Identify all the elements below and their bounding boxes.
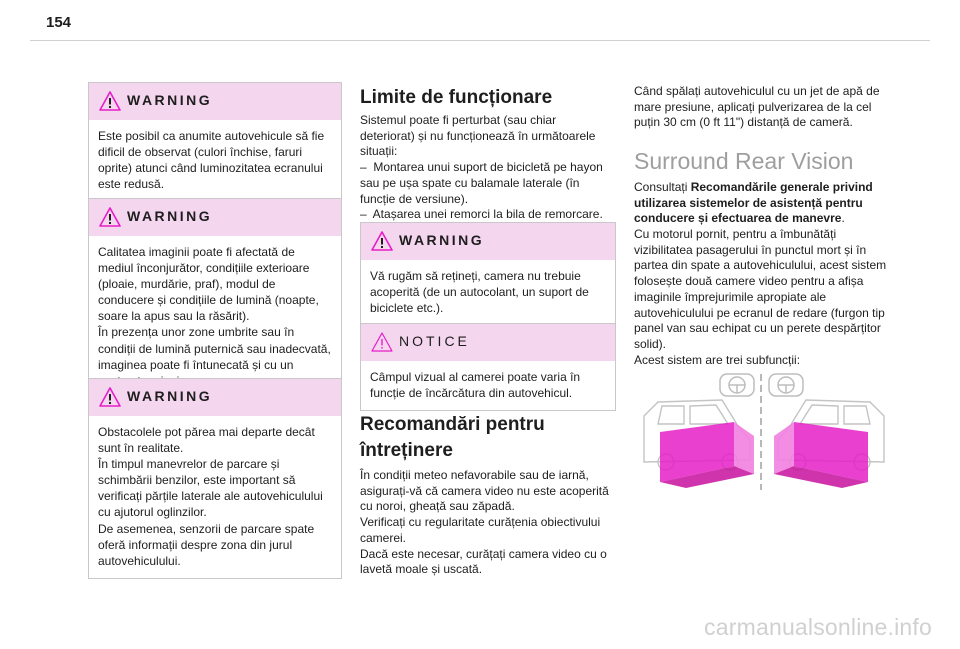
consult-suffix: . [841,211,845,226]
warning-header: WARNING [89,379,341,416]
limits-heading: Limite de funcționare [360,87,553,108]
warning-text: Este posibil ca anumite autovehicule să … [98,129,325,192]
limits-text: Sistemul poate fi perturbat (sau chiar d… [360,113,603,237]
steering-wheel-icon [719,373,755,397]
top-divider [30,40,930,41]
warning-triangle-icon [99,387,121,407]
surround-rear-vision-illustration [643,373,885,490]
notice-triangle-icon [371,332,393,352]
warning-box-camera: WARNING Vă rugăm să rețineți, camera nu … [360,222,616,327]
warning-title: WARNING [127,208,213,224]
notice-title: NOTICE [399,333,470,349]
warning-triangle-icon [371,231,393,251]
section-heading: Surround Rear Vision [634,148,854,174]
warning-title: WARNING [127,92,213,108]
warning-box-3: WARNING Obstacolele pot părea mai depart… [88,378,342,579]
notice-box: NOTICE Câmpul vizual al camerei poate va… [360,323,616,412]
notice-text: Câmpul vizual al camerei poate varia în … [370,370,581,401]
warning-text: Obstacolele pot părea mai departe decât … [98,425,323,568]
camera-view-zone [660,422,754,488]
maintenance-heading: Recomandări pentru întreținere [360,414,545,461]
consult-reference: Recomandările generale privind utilizare… [634,180,877,226]
camera-view-zone [774,422,868,488]
warning-header: WARNING [89,83,341,120]
warning-header: WARNING [89,199,341,236]
watermark: carmanualsonline.info [704,614,932,640]
consult-prefix: Consultați [634,180,691,194]
steering-wheel-icon [768,373,804,397]
warning-title: WARNING [127,388,213,404]
maintenance-text: În condiții meteo nefavorabile sau de ia… [360,468,609,577]
notice-header: NOTICE [361,324,615,361]
consult-text: Consultați Recomandările generale privin… [634,180,890,227]
warning-title: WARNING [399,232,485,248]
page-number: 154 [46,14,72,31]
warning-box-1: WARNING Este posibil ca anumite autovehi… [88,82,342,203]
system-description: Cu motorul pornit, pentru a îmbunătăți v… [634,227,887,367]
warning-box-2: WARNING Calitatea imaginii poate fi afec… [88,198,342,399]
warning-text: Calitatea imaginii poate fi afectată de … [98,245,331,388]
warning-triangle-icon [99,91,121,111]
warning-header: WARNING [361,223,615,260]
warning-text: Vă rugăm să rețineți, camera nu trebuie … [370,269,589,316]
wash-text: Când spălați autovehiculul cu un jet de … [634,84,883,130]
warning-triangle-icon [99,207,121,227]
